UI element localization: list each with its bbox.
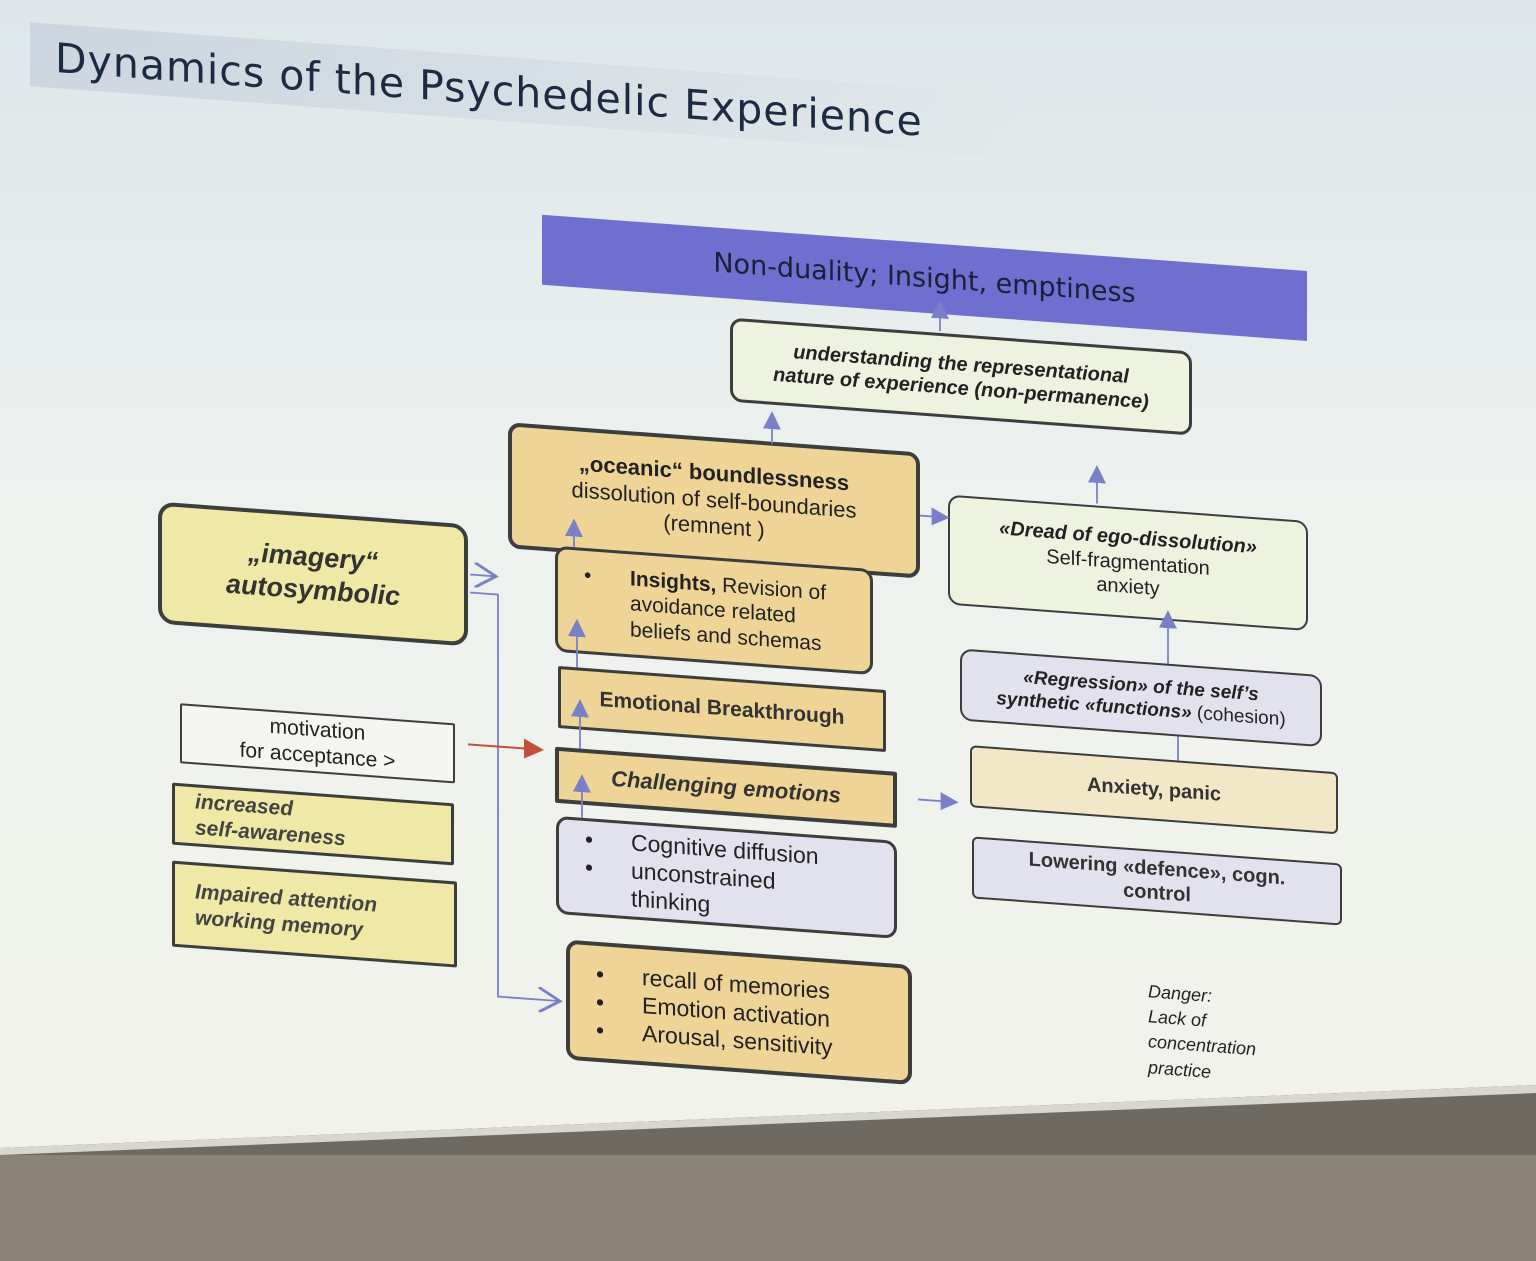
arrow-challenging-to-anxiety bbox=[918, 792, 959, 811]
arrow-oceanic-to-dread bbox=[920, 507, 950, 526]
arrow-motivation-to-challenging bbox=[468, 738, 544, 759]
arrow-imagery-to-recall bbox=[470, 591, 560, 1002]
screen-frame-edge bbox=[0, 1085, 1536, 1155]
arrow-imagery-tip bbox=[470, 575, 496, 577]
projection-screen: Dynamics of the Psychedelic Experience N… bbox=[0, 0, 1536, 1148]
